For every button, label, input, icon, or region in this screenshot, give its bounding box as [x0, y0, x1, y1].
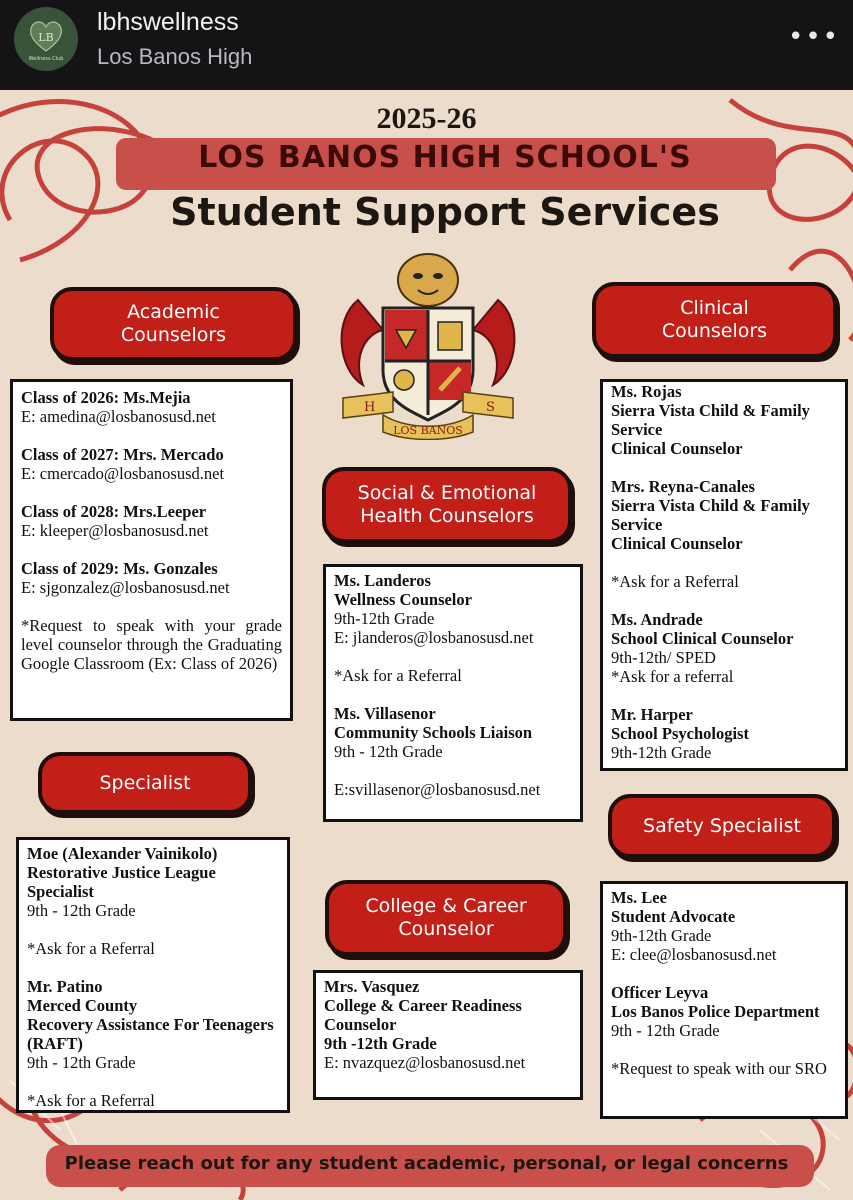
header-line: Counselors — [661, 320, 768, 342]
class-label: Class of 2027: Mrs. Mercado — [21, 445, 224, 464]
poster: 2025-26 LOS BANOS HIGH SCHOOL'S Student … — [0, 90, 853, 1200]
header-line: Social & Emotional — [357, 482, 537, 505]
grade-text: 9th - 12th Grade — [611, 1021, 720, 1040]
staff-name: Moe (Alexander Vainikolo) — [27, 844, 218, 863]
staff-name: Mrs. Reyna-Canales — [611, 477, 755, 496]
header-line: College & Career — [365, 895, 527, 918]
staff-org: Sierra Vista Child & Family Service — [611, 496, 810, 534]
staff-role: College & Career Readiness Counselor — [324, 996, 522, 1034]
avatar[interactable]: LB Wellness Club — [14, 7, 78, 71]
staff-name: Mrs. Vasquez — [324, 977, 420, 996]
grade-text: 9th - 12th Grade — [27, 901, 136, 920]
post-header: LB Wellness Club lbhswellness Los Banos … — [0, 0, 853, 90]
staff-name: Mr. Harper — [611, 705, 693, 724]
referral-note: *Ask for a Referral — [611, 572, 739, 591]
referral-note: *Ask for a Referral — [334, 666, 462, 685]
staff-name: Ms. Landeros — [334, 571, 431, 590]
staff-role: Student Advocate — [611, 907, 736, 926]
email-text: E: sjgonzalez@losbanosusd.net — [21, 578, 230, 597]
school-title: LOS BANOS HIGH SCHOOL'S — [198, 140, 692, 175]
main-title: Student Support Services — [170, 190, 720, 234]
referral-note: *Ask for a Referral — [27, 939, 155, 958]
specialist-box: Moe (Alexander Vainikolo) Restorative Ju… — [16, 837, 290, 1113]
heart-icon — [29, 21, 63, 52]
staff-program: Recovery Assistance For Teenagers (RAFT) — [27, 1015, 274, 1053]
staff-role: Wellness Counselor — [334, 590, 472, 609]
college-career-box: Mrs. Vasquez College & Career Readiness … — [313, 970, 583, 1100]
staff-name: Ms. Rojas — [611, 382, 682, 401]
email-text: E: amedina@losbanosusd.net — [21, 407, 216, 426]
email-text: E: nvazquez@losbanosusd.net — [324, 1053, 526, 1072]
school-crest-logo: H S LOS BANOS — [340, 253, 516, 440]
header-line: Health Counselors — [360, 505, 534, 527]
grade-text: 9th -12th Grade — [324, 1034, 437, 1053]
poster-year: 2025-26 — [376, 102, 477, 135]
header-line: Counselors — [120, 324, 227, 346]
class-label: Class of 2029: Ms. Gonzales — [21, 559, 218, 578]
staff-name: Officer Leyva — [611, 983, 709, 1002]
staff-name: Ms. Villasenor — [334, 704, 436, 723]
grade-text: 9th-12th Grade — [611, 926, 712, 945]
academic-counselors-box: Class of 2026: Ms.Mejia E: amedina@losba… — [10, 379, 293, 721]
staff-name: Mr. Patino — [27, 977, 103, 996]
account-subtitle[interactable]: Los Banos High — [97, 44, 253, 69]
title-banner — [116, 138, 776, 190]
avatar-initials: LB — [38, 31, 54, 44]
email-text: E: kleeper@losbanosusd.net — [21, 521, 209, 540]
footer-text: Please reach out for any student academi… — [64, 1153, 789, 1174]
grade-text: 9th - 12th Grade — [334, 742, 443, 761]
staff-name: Ms. Andrade — [611, 610, 703, 629]
referral-note: *Ask for a referral — [611, 667, 734, 686]
more-options-icon[interactable]: ••• — [788, 22, 841, 52]
staff-org: Sierra Vista Child & Family Service — [611, 401, 810, 439]
staff-role: Clinical Counselor — [611, 439, 743, 458]
crest-letter-h: H — [364, 400, 375, 415]
social-emotional-box: Ms. Landeros Wellness Counselor 9th-12th… — [323, 564, 583, 822]
specialist-header: Specialist — [38, 752, 252, 814]
grade-text: 9th - 12th Grade — [27, 1053, 136, 1072]
avatar-caption: Wellness Club — [28, 56, 64, 62]
academic-note: *Request to speak with your grade level … — [21, 616, 282, 673]
staff-role: Restorative Justice League Specialist — [27, 863, 216, 901]
grade-text: 9th-12th Grade — [611, 743, 712, 762]
header-line: Academic — [127, 301, 220, 324]
safety-note: *Request to speak with our SRO — [611, 1059, 827, 1078]
grade-text: 9th-12th/ SPED — [611, 648, 716, 667]
safety-specialist-box: Ms. Lee Student Advocate 9th-12th Grade … — [600, 881, 848, 1119]
staff-role: School Psychologist — [611, 724, 749, 743]
email-text: E: clee@losbanosusd.net — [611, 945, 777, 964]
header-line: Counselor — [398, 918, 494, 940]
class-label: Class of 2028: Mrs.Leeper — [21, 502, 207, 521]
referral-note: *Ask for a Referral — [27, 1091, 155, 1110]
grade-text: 9th-12th Grade — [334, 609, 435, 628]
staff-role: School Clinical Counselor — [611, 629, 794, 648]
email-text: E: jlanderos@losbanosusd.net — [334, 628, 534, 647]
staff-org: Los Banos Police Department — [611, 1002, 820, 1021]
staff-role: Clinical Counselor — [611, 534, 743, 553]
class-label: Class of 2026: Ms.Mejia — [21, 388, 191, 407]
staff-name: Ms. Lee — [611, 888, 667, 907]
crest-letter-s: S — [486, 400, 495, 415]
clinical-counselors-box: Ms. Rojas Sierra Vista Child & Family Se… — [600, 379, 848, 771]
email-text: E:svillasenor@losbanosusd.net — [334, 780, 541, 799]
crest-ribbon-text: LOS BANOS — [393, 424, 463, 437]
safety-specialist-header: Safety Specialist — [608, 794, 836, 858]
footer-banner — [46, 1145, 814, 1187]
account-name[interactable]: lbhswellness — [97, 8, 239, 36]
header-line: Clinical — [680, 297, 749, 320]
staff-role: Community Schools Liaison — [334, 723, 533, 742]
email-text: E: cmercado@losbanosusd.net — [21, 464, 225, 483]
staff-org: Merced County — [27, 996, 138, 1015]
